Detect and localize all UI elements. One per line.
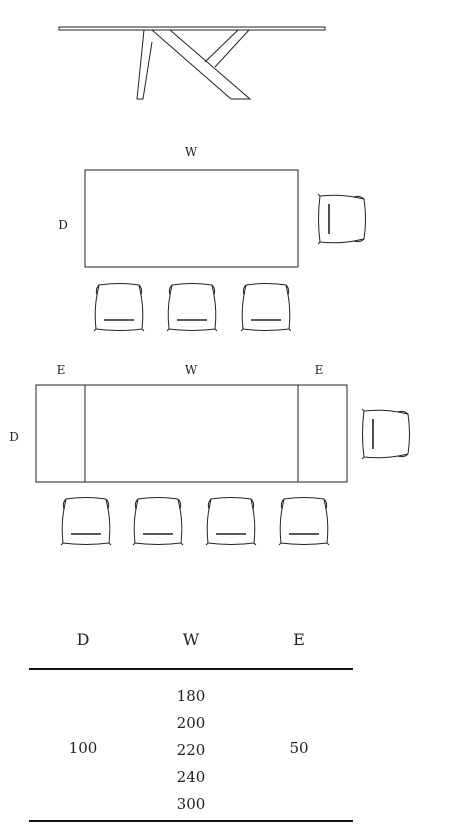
chair	[93, 282, 145, 332]
cell-w-value: 200	[176, 714, 206, 732]
table-leg	[136, 29, 153, 100]
cell-w-value: 240	[176, 768, 206, 786]
cell-w-value: 220	[176, 741, 206, 759]
small-depth-label: D	[58, 218, 68, 232]
header-e: E	[293, 630, 305, 649]
side-view-table	[58, 26, 326, 100]
cell-e-value: 50	[289, 739, 309, 757]
large-table-top	[35, 384, 348, 483]
cell-w-value: 300	[176, 795, 206, 813]
large-width-label: W	[184, 363, 198, 377]
small-width-label: W	[184, 145, 198, 159]
large-extension-right-label: E	[314, 363, 324, 377]
chair	[278, 496, 330, 546]
large-extension-left-label: E	[56, 363, 66, 377]
chair	[60, 496, 112, 546]
w-values-column: 180 200 220 240 300	[177, 683, 206, 818]
chair	[132, 496, 184, 546]
large-depth-label: D	[9, 430, 19, 444]
header-d: D	[76, 630, 90, 649]
table-leg	[204, 29, 251, 68]
chair	[205, 496, 257, 546]
table-top-rule	[29, 668, 353, 670]
table-bottom-rule	[29, 820, 353, 822]
table-leg	[151, 29, 252, 100]
chair	[240, 282, 292, 332]
small-table-top	[84, 169, 299, 268]
chair	[166, 282, 218, 332]
header-w: W	[182, 630, 200, 649]
chair-end	[361, 408, 411, 460]
cell-d-value: 100	[68, 739, 98, 757]
chair-end	[317, 193, 367, 245]
cell-w-value: 180	[176, 687, 206, 705]
tabletop-edge	[58, 26, 326, 31]
